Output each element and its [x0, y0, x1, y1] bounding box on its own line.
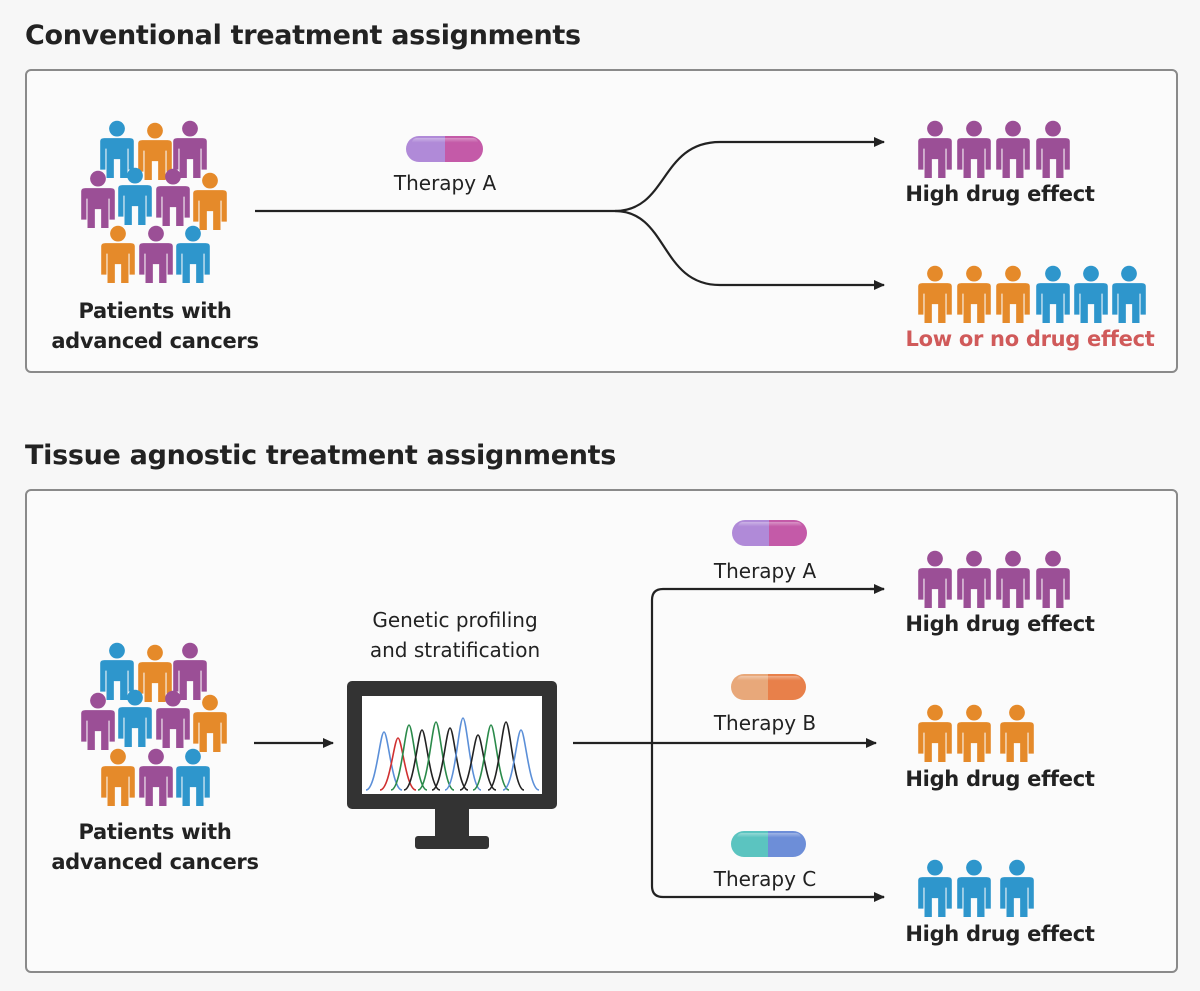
- agnostic-section-title: Tissue agnostic treatment assignments: [25, 440, 617, 471]
- person-icon: [996, 265, 1030, 323]
- person-icon: [1074, 265, 1108, 323]
- branch-therapy-a-c: [650, 587, 884, 899]
- profiling-label-line2: and stratification: [369, 638, 541, 662]
- person-icon: [918, 265, 952, 323]
- person-icon: [193, 172, 227, 230]
- patient-crowd-bottom: [81, 642, 227, 806]
- person-icon: [1000, 859, 1034, 917]
- pill-icon-therapy-b: [731, 674, 806, 700]
- patients-label-top: Patients with advanced cancers: [45, 296, 265, 356]
- person-icon: [138, 644, 172, 702]
- profiling-label: Genetic profiling and stratification: [340, 605, 570, 665]
- person-icon: [957, 265, 991, 323]
- conventional-section-title: Conventional treatment assignments: [25, 20, 581, 51]
- patients-label-line2: advanced cancers: [51, 850, 259, 874]
- person-icon: [100, 120, 134, 178]
- person-icon: [138, 122, 172, 180]
- pill-icon-therapy-a-top: [406, 136, 483, 162]
- person-icon: [100, 642, 134, 700]
- person-icon: [918, 704, 952, 762]
- person-icon: [139, 748, 173, 806]
- high-effect-group-c: [918, 859, 1034, 917]
- person-icon: [957, 859, 991, 917]
- person-icon: [101, 225, 135, 283]
- person-icon: [173, 120, 207, 178]
- high-effect-group-b: [918, 704, 1034, 762]
- chromatogram-peaks: [365, 717, 540, 791]
- person-icon: [918, 550, 952, 608]
- monitor-icon: [347, 681, 557, 849]
- person-icon: [918, 859, 952, 917]
- patient-crowd-top: [81, 120, 227, 283]
- person-icon: [193, 694, 227, 752]
- person-icon: [957, 120, 991, 178]
- arrow-low-effect: [614, 209, 885, 290]
- patients-label-line2: advanced cancers: [51, 329, 259, 353]
- therapy-a-label-top: Therapy A: [393, 171, 497, 195]
- person-icon: [101, 748, 135, 806]
- profiling-label-line1: Genetic profiling: [372, 608, 538, 632]
- high-effect-group-top: [918, 120, 1070, 178]
- person-icon: [957, 704, 991, 762]
- patients-label-line1: Patients with: [78, 820, 232, 844]
- high-effect-label-b: High drug effect: [905, 767, 1095, 791]
- high-effect-label-c: High drug effect: [905, 922, 1095, 946]
- person-icon: [176, 225, 210, 283]
- high-effect-group-a: [918, 550, 1070, 608]
- person-icon: [996, 550, 1030, 608]
- person-icon: [176, 748, 210, 806]
- person-icon: [1036, 120, 1070, 178]
- person-icon: [996, 120, 1030, 178]
- person-icon: [139, 225, 173, 283]
- person-icon: [81, 170, 115, 228]
- person-icon: [173, 642, 207, 700]
- person-icon: [1036, 550, 1070, 608]
- low-effect-label: Low or no drug effect: [905, 327, 1155, 351]
- person-icon: [918, 120, 952, 178]
- person-icon: [1000, 704, 1034, 762]
- therapy-c-label: Therapy C: [713, 867, 817, 891]
- low-effect-group: [918, 265, 1146, 323]
- person-icon: [1036, 265, 1070, 323]
- arrow-high-effect: [255, 137, 885, 213]
- therapy-b-label: Therapy B: [713, 711, 817, 735]
- high-effect-label-top: High drug effect: [905, 182, 1095, 206]
- pill-icon-therapy-c: [731, 831, 806, 857]
- therapy-a-label-bottom: Therapy A: [713, 559, 817, 583]
- patients-label-line1: Patients with: [78, 299, 232, 323]
- pill-icon-therapy-a-bottom: [732, 520, 807, 546]
- high-effect-label-a: High drug effect: [905, 612, 1095, 636]
- patients-label-bottom: Patients with advanced cancers: [45, 817, 265, 877]
- person-icon: [957, 550, 991, 608]
- person-icon: [81, 692, 115, 750]
- person-icon: [1112, 265, 1146, 323]
